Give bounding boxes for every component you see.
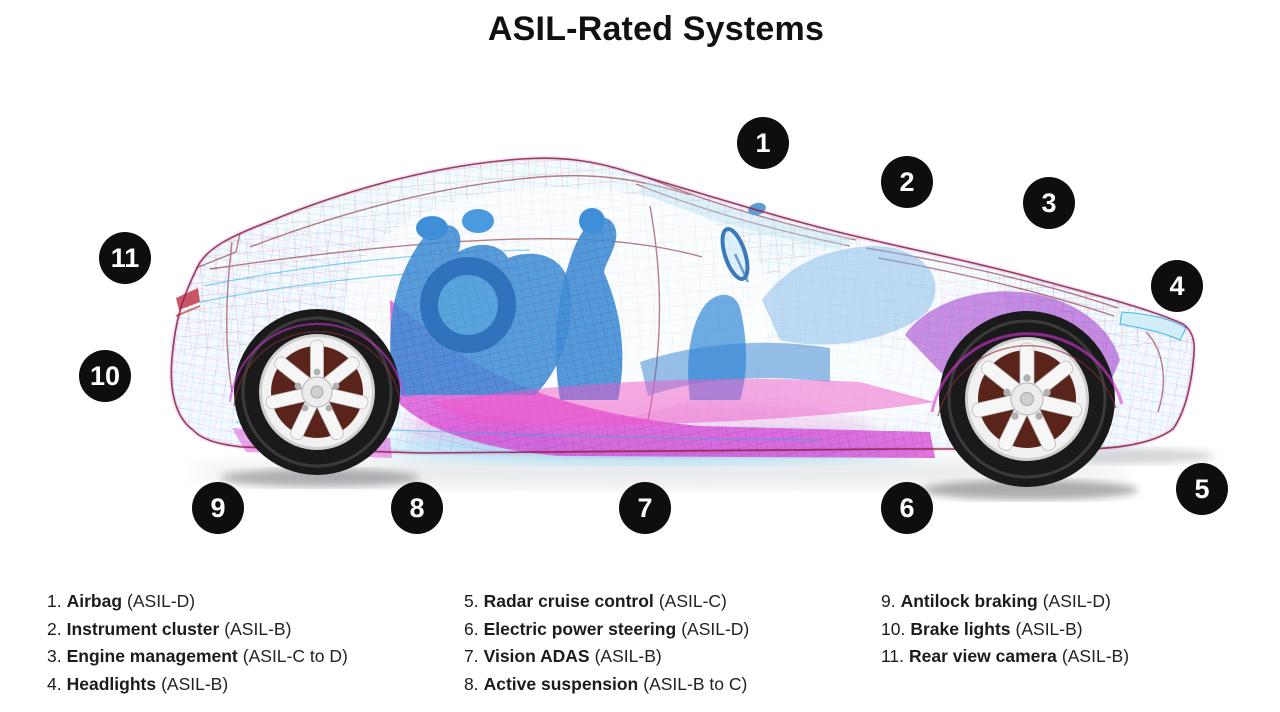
callout-marker-5: 5 [1176,463,1228,515]
body-outline [170,157,1195,454]
callout-marker-1: 1 [737,117,789,169]
callout-marker-3: 3 [1023,177,1075,229]
headlight [1119,311,1187,341]
callout-marker-label: 10 [89,360,121,391]
callout-marker-label: 7 [637,492,653,523]
callout-marker-8: 8 [391,482,443,534]
callout-marker-6: 6 [881,482,933,534]
interior-seats [390,208,936,426]
callout-marker-label: 8 [409,492,425,523]
callout-marker-11: 11 [99,232,151,284]
callout-marker-label: 2 [899,166,915,197]
side-mirror [748,202,766,216]
front-wheel [939,311,1115,487]
callout-marker-label: 5 [1194,473,1210,504]
rear-wheel [234,309,400,475]
tail-light-line [175,305,201,317]
callout-marker-label: 11 [110,242,140,273]
steering-wheel [720,202,766,283]
callout-marker-label: 6 [899,492,915,523]
callout-marker-label: 3 [1041,187,1057,218]
windshield [638,180,852,250]
callout-marker-7: 7 [619,482,671,534]
callout-marker-9: 9 [192,482,244,534]
callout-marker-label: 1 [755,127,771,158]
wheel-arches [228,322,1124,417]
callout-marker-10: 10 [79,350,131,402]
page-title: ASIL-Rated Systems [487,10,825,48]
callout-marker-label: 9 [210,492,226,523]
callout-marker-label: 4 [1169,270,1185,301]
callout-marker-4: 4 [1151,260,1203,312]
callout-marker-2: 2 [881,156,933,208]
